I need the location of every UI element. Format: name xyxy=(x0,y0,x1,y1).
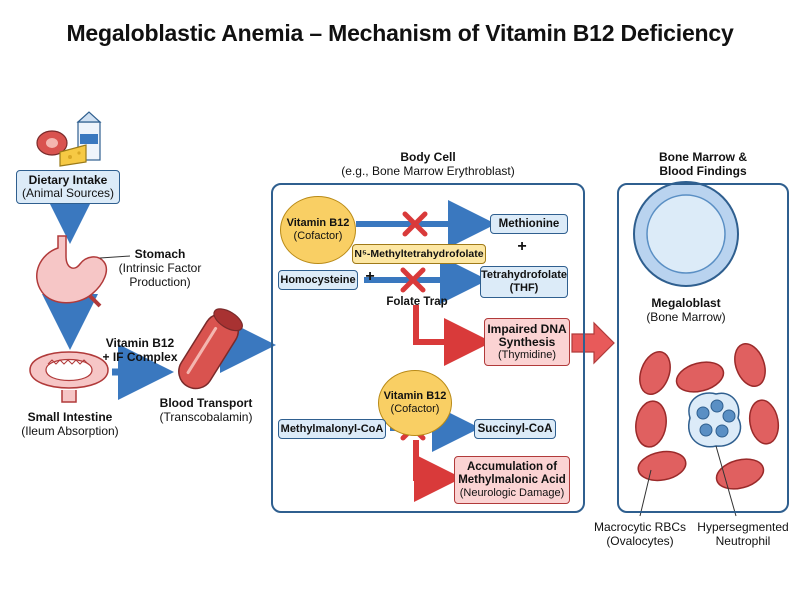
plus-sign-2: + xyxy=(365,268,375,285)
small-intestine-name: Small Intestine xyxy=(27,410,113,424)
dietary-intake-sub: (Animal Sources) xyxy=(21,186,115,200)
body-cell-title: Body Cell xyxy=(400,150,456,164)
b12-if-complex-label: Vitamin B12 + IF Complex xyxy=(100,336,180,364)
folate-trap-label: Folate Trap xyxy=(386,296,448,308)
neutrophil-line2: Neutrophil xyxy=(715,534,771,548)
food-icon xyxy=(36,111,102,167)
page-title: Megaloblastic Anemia – Mechanism of Vita… xyxy=(66,20,734,46)
arrow-trap-dna xyxy=(413,305,492,366)
rbc-leader xyxy=(639,469,652,517)
stomach-label: Stomach (Intrinsic Factor Production) xyxy=(118,247,202,289)
body-cell-subtitle: (e.g., Bone Marrow Erythroblast) xyxy=(341,164,515,178)
megaloblast-label: Megaloblast (Bone Marrow) xyxy=(630,296,742,324)
small-intestine-sub: (Ileum Absorption) xyxy=(21,424,119,438)
homocysteine-box: Homocysteine xyxy=(278,270,358,290)
thf-line1: Tetrahydrofolate xyxy=(481,269,567,281)
thf-box: Tetrahydrofolate (THF) xyxy=(480,266,568,298)
neutrophil-leader xyxy=(715,445,737,517)
stomach-icon xyxy=(36,235,108,308)
blood-vessel-icon xyxy=(178,308,243,390)
mma-sub: (Neurologic Damage) xyxy=(459,486,565,499)
bone-marrow-title2: Blood Findings xyxy=(659,164,747,178)
stomach-leader xyxy=(99,255,131,259)
blood-transport-name: Blood Transport xyxy=(159,396,253,410)
mma-line1: Accumulation of xyxy=(466,460,558,473)
stomach-name: Stomach xyxy=(134,247,186,261)
body-cell-heading: Body Cell (e.g., Bone Marrow Erythroblas… xyxy=(272,150,584,178)
b12-cofactor-2-sub: (Cofactor) xyxy=(390,403,440,415)
blood-transport-label: Blood Transport (Transcobalamin) xyxy=(150,396,262,424)
megaloblast-icon xyxy=(633,181,739,287)
megaloblast-name: Megaloblast xyxy=(651,296,721,310)
bone-marrow-panel xyxy=(617,183,789,513)
blood-transport-sub: (Transcobalamin) xyxy=(159,410,253,424)
mma-line2: Methylmalonic Acid xyxy=(458,473,566,486)
neutrophil-label: Hypersegmented Neutrophil xyxy=(690,520,796,548)
impaired-dna-sub: (Thymidine) xyxy=(497,348,557,361)
plus-sign-1: + xyxy=(517,238,527,255)
block-cross-icon-1 xyxy=(402,211,428,237)
small-intestine-label: Small Intestine (Ileum Absorption) xyxy=(10,410,130,438)
macrocytic-rbc-label: Macrocytic RBCs (Ovalocytes) xyxy=(588,520,692,548)
b12-cofactor-circle-2: Vitamin B12 (Cofactor) xyxy=(378,370,452,436)
arrow-block-mma xyxy=(413,440,462,502)
thf-line2: (THF) xyxy=(509,282,539,294)
macrocytic-line2: (Ovalocytes) xyxy=(606,534,674,548)
small-intestine-icon xyxy=(29,351,109,403)
bone-marrow-title1: Bone Marrow & xyxy=(658,150,747,164)
stomach-sub1: (Intrinsic Factor xyxy=(118,261,202,275)
mma-box: Accumulation of Methylmalonic Acid (Neur… xyxy=(454,456,570,504)
impaired-dna-line1: Impaired DNA xyxy=(487,321,567,336)
macrocytic-line1: Macrocytic RBCs xyxy=(593,520,686,534)
methyl-thf-box: N⁵-Methyltetrahydrofolate xyxy=(352,244,486,264)
b12-cofactor-2-name: Vitamin B12 xyxy=(383,390,447,402)
dietary-intake-label: Dietary Intake xyxy=(28,173,108,187)
impaired-dna-line2: Synthesis xyxy=(498,334,556,349)
block-cross-icon-2 xyxy=(400,267,426,293)
neutrophil-line1: Hypersegmented xyxy=(697,520,789,534)
macrocytic-rbc-icons xyxy=(635,343,780,490)
neutrophil-icon xyxy=(687,392,742,448)
arrow-cell-marrow xyxy=(571,321,615,365)
bone-marrow-heading: Bone Marrow & Blood Findings xyxy=(618,150,788,178)
b12-if-line2: + IF Complex xyxy=(102,350,178,364)
methylmalonyl-box: Methylmalonyl-CoA xyxy=(278,419,386,439)
succinyl-box: Succinyl-CoA xyxy=(474,419,556,439)
dietary-intake-box: Dietary Intake (Animal Sources) xyxy=(16,170,120,204)
b12-if-line1: Vitamin B12 xyxy=(105,336,175,350)
b12-cofactor-1-name: Vitamin B12 xyxy=(286,217,350,229)
b12-cofactor-circle-1: Vitamin B12 (Cofactor) xyxy=(280,196,356,264)
body-cell-panel xyxy=(271,183,585,513)
megaloblast-sub: (Bone Marrow) xyxy=(646,310,726,324)
stomach-sub2: Production) xyxy=(129,275,191,289)
b12-cofactor-1-sub: (Cofactor) xyxy=(293,230,343,242)
impaired-dna-box: Impaired DNA Synthesis (Thymidine) xyxy=(484,318,570,366)
methionine-box: Methionine xyxy=(490,214,568,234)
